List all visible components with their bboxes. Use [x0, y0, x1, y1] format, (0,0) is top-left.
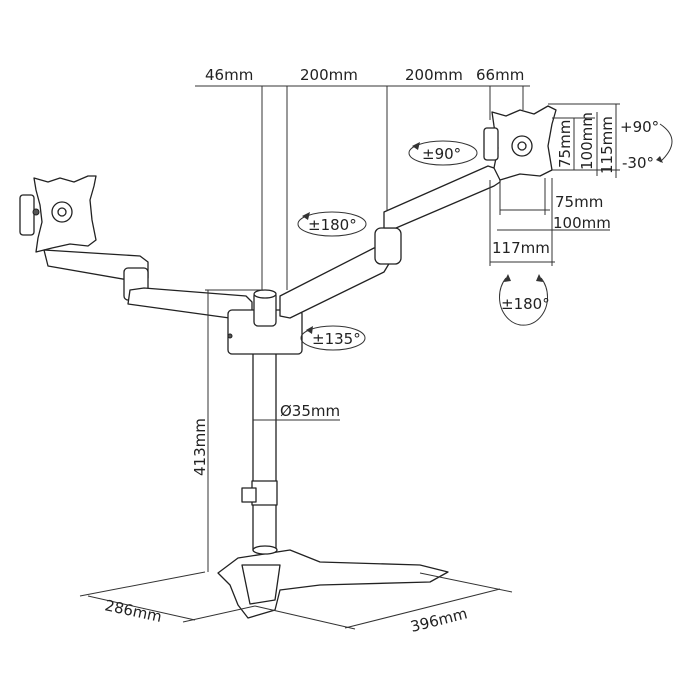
right-tilt-joint [483, 127, 499, 161]
rotation-180-arm-annotation [297, 211, 367, 237]
rotation-135-annotation [300, 325, 366, 351]
base-depth-label: 286mm [103, 596, 163, 626]
vesa-horizontal-117: 117mm [492, 239, 550, 257]
right-outer-arm [383, 165, 501, 229]
tilt-down-label: -30° [622, 154, 654, 172]
dim-200mm-b: 200mm [405, 66, 463, 84]
top-dimension-line [195, 85, 530, 295]
pole-height-label: 413mm [191, 418, 209, 476]
dim-46mm: 46mm [205, 66, 253, 84]
vesa-dimension-lines [489, 103, 620, 266]
rotation-90-annotation [408, 140, 478, 166]
pole [241, 354, 340, 550]
rotation-180-screen-annotation [499, 274, 548, 326]
base [217, 545, 449, 619]
tilt-up-label: +90° [620, 118, 659, 136]
right-inner-arm [279, 245, 391, 319]
vesa-horizontal-75: 75mm [555, 193, 603, 211]
dim-66mm: 66mm [476, 66, 524, 84]
vesa-vertical-100: 100mm [578, 112, 596, 170]
rotation-90-label: ±90° [422, 145, 461, 163]
rotation-135-label: ±135° [312, 330, 361, 348]
right-elbow-joint [374, 227, 402, 265]
vesa-vertical-75: 75mm [556, 120, 574, 168]
vesa-vertical-115: 115mm [598, 116, 616, 174]
rotation-180-screen-label: ±180° [501, 295, 550, 313]
right-arm [279, 105, 557, 319]
rotation-180-arm-label: ±180° [308, 216, 357, 234]
vesa-horizontal-100: 100mm [553, 214, 611, 232]
tilt-arrow-icon [659, 123, 673, 163]
left-arm [19, 175, 253, 321]
dim-200mm-a: 200mm [300, 66, 358, 84]
base-floor-dimensions [79, 571, 513, 630]
pole-diameter-label: Ø35mm [280, 402, 340, 420]
left-tilt-joint [19, 194, 35, 236]
pole-top-clamp [227, 289, 303, 355]
base-width-label: 396mm [409, 604, 469, 635]
